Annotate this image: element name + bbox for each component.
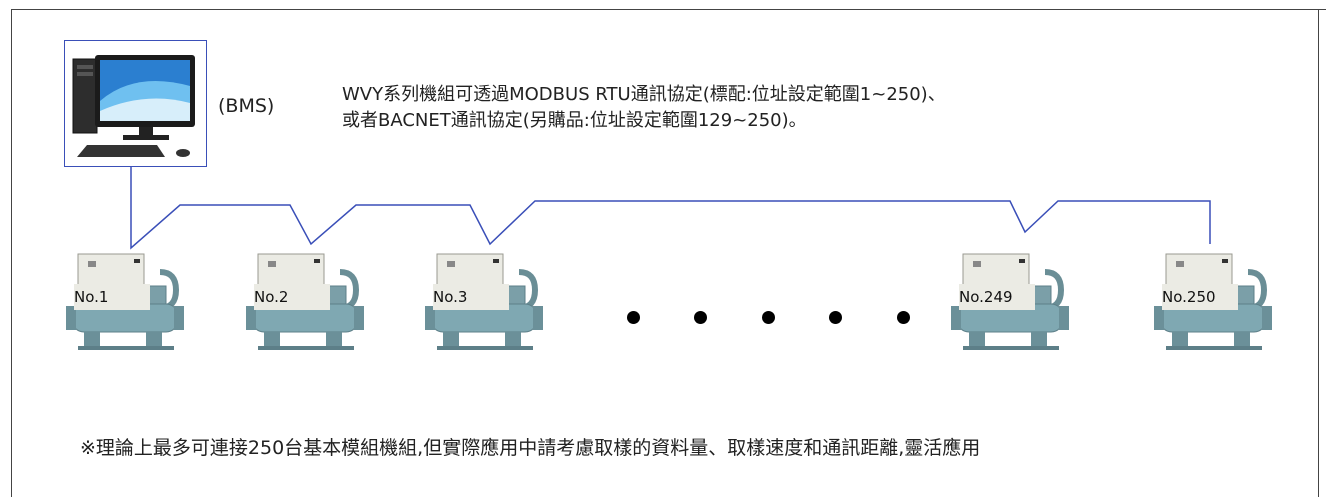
chiller-unit-250: No.250 [1154,250,1284,360]
ellipsis-dot [829,311,842,324]
ellipsis-dot [694,311,707,324]
description-line-1: WVY系列機組可透過MODBUS RTU通訊協定(標配:位址設定範圍1~250)… [342,84,946,105]
chiller-unit-1: No.1 [66,250,196,360]
unit-label: No.1 [74,284,150,310]
desktop-computer-icon [72,55,195,157]
ellipsis-dot [762,311,775,324]
unit-label: No.2 [254,284,330,310]
protocol-description: WVY系列機組可透過MODBUS RTU通訊協定(標配:位址設定範圍1~250)… [342,82,946,134]
ellipsis-dot [627,311,640,324]
ellipsis-dot [897,311,910,324]
bms-label: (BMS) [218,95,275,117]
description-line-2: 或者BACNET通訊協定(另購品:位址設定範圍129~250)。 [342,110,807,131]
unit-label: No.249 [959,284,1035,310]
frame-right-edge [1318,9,1319,497]
chiller-unit-249: No.249 [951,250,1081,360]
unit-label: No.250 [1162,284,1238,310]
footnote: ※理論上最多可連接250台基本模組機組,但實際應用中請考慮取樣的資料量、取樣速度… [80,437,981,459]
unit-label: No.3 [433,284,509,310]
chiller-unit-3: No.3 [425,250,555,360]
chiller-unit-2: No.2 [246,250,376,360]
bms-computer-box [64,40,207,167]
chiller-icon [951,253,1069,350]
diagram-frame [11,9,1326,497]
